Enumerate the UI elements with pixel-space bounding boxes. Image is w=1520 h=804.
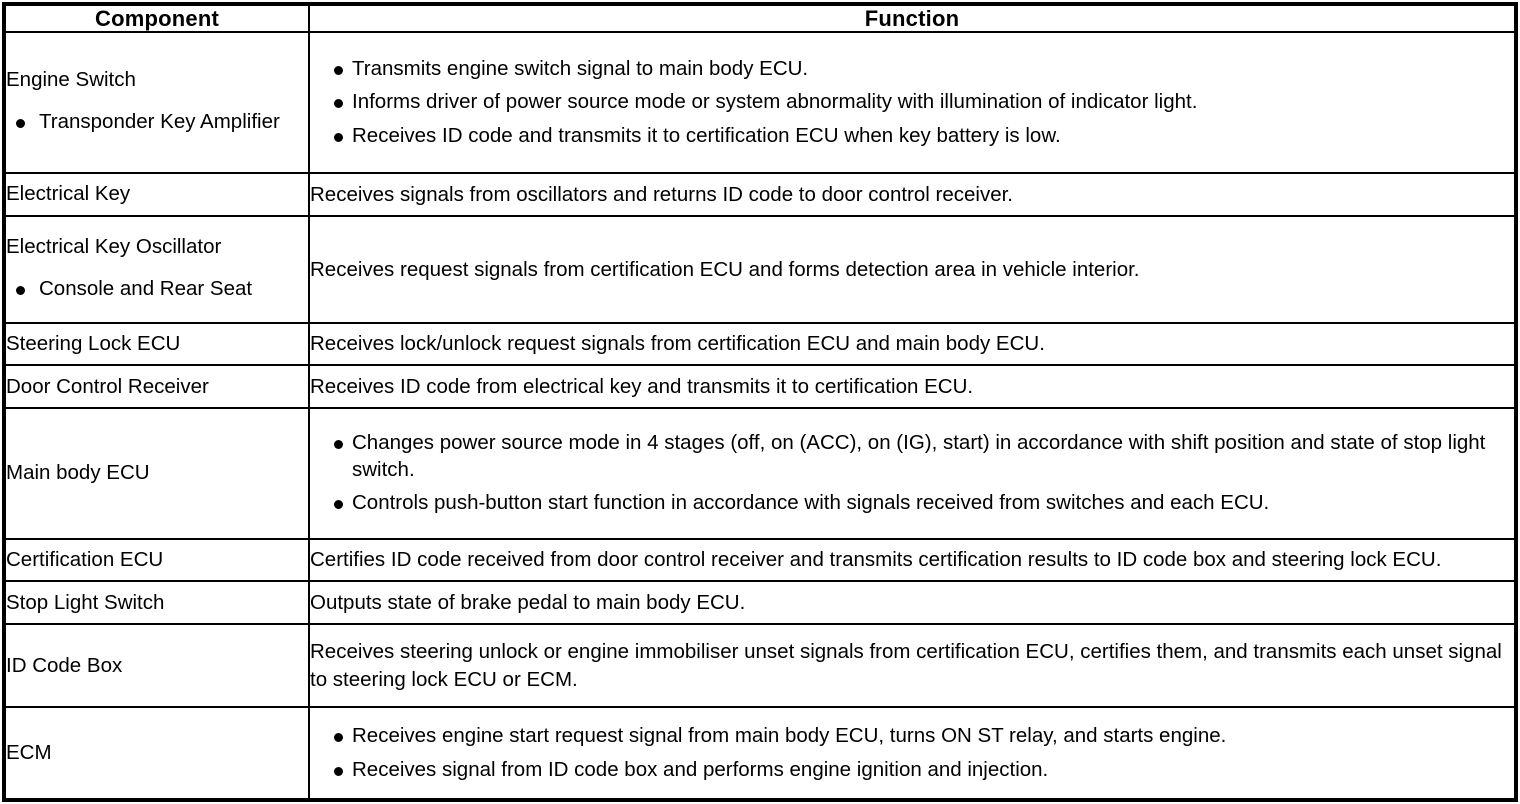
- component-name: ID Code Box: [6, 653, 123, 677]
- function-text: Receives signals from oscillators and re…: [310, 182, 1014, 206]
- component-cell: Electrical Key: [3, 171, 310, 217]
- component-name: Electrical Key: [6, 182, 131, 206]
- function-bullet-item: Receives ID code and transmits it to cer…: [310, 123, 1514, 150]
- function-bullet-item: Transmits engine switch signal to main b…: [310, 56, 1514, 83]
- component-cell: Certification ECU: [3, 537, 310, 583]
- table-row: Stop Light Switch Outputs state of brake …: [3, 580, 1517, 626]
- function-bullet-list: Changes power source mode in 4 stages (o…: [310, 430, 1514, 517]
- component-name: Stop Light Switch: [6, 590, 165, 614]
- function-bullet-item: Controls push-button start function in a…: [310, 490, 1514, 517]
- table-row: Electrical Key Receives signals from osci…: [3, 171, 1517, 217]
- function-bullet-item: Informs driver of power source mode or s…: [310, 89, 1514, 116]
- table-header-row: Component Function: [3, 2, 1517, 34]
- function-cell: Receives lock/unlock request signals fro…: [308, 321, 1517, 367]
- function-bullet-list: Transmits engine switch signal to main b…: [310, 56, 1514, 150]
- function-bullet-item: Receives engine start request signal fro…: [310, 723, 1514, 750]
- component-cell: ID Code Box: [3, 623, 310, 709]
- function-cell: Outputs state of brake pedal to main bod…: [308, 580, 1517, 626]
- component-sub-item: Transponder Key Amplifier: [6, 109, 308, 136]
- component-name: Electrical Key Oscillator: [6, 234, 222, 258]
- function-text: Receives lock/unlock request signals fro…: [310, 332, 1045, 356]
- component-cell: Steering Lock ECU: [3, 321, 310, 367]
- function-text: Receives ID code from electrical key and…: [310, 375, 974, 399]
- component-name: Steering Lock ECU: [6, 331, 181, 355]
- function-text: Receives steering unlock or engine immob…: [310, 640, 1502, 691]
- column-header-function: Function: [308, 2, 1517, 34]
- function-cell: Receives steering unlock or engine immob…: [308, 623, 1517, 709]
- function-cell: Receives signals from oscillators and re…: [308, 171, 1517, 217]
- component-name: Engine Switch: [6, 68, 136, 92]
- function-cell: Receives request signals from certificat…: [308, 214, 1517, 324]
- component-name: Certification ECU: [6, 547, 164, 571]
- component-sub-list: Transponder Key Amplifier: [6, 109, 308, 136]
- function-cell: Certifies ID code received from door con…: [308, 537, 1517, 583]
- table-row: Steering Lock ECU Receives lock/unlock re…: [3, 321, 1517, 367]
- table-row: Door Control Receiver Receives ID code fr…: [3, 364, 1517, 410]
- function-text: Outputs state of brake pedal to main bod…: [310, 591, 746, 615]
- table-row: Certification ECU Certifies ID code recei…: [3, 537, 1517, 583]
- function-bullet-item: Changes power source mode in 4 stages (o…: [310, 430, 1514, 483]
- component-sub-item: Console and Rear Seat: [6, 276, 308, 303]
- component-cell: ECM: [3, 706, 310, 801]
- table-row: ECM Receives engine start request signal …: [3, 706, 1517, 801]
- component-cell: Main body ECU: [3, 407, 310, 540]
- function-text: Receives request signals from certificat…: [310, 257, 1140, 281]
- function-cell: Receives engine start request signal fro…: [308, 706, 1517, 801]
- function-cell: Transmits engine switch signal to main b…: [308, 31, 1517, 174]
- table-header: Component Function: [3, 2, 1517, 34]
- column-header-component: Component: [3, 2, 310, 34]
- component-name: Door Control Receiver: [6, 374, 209, 398]
- function-cell: Changes power source mode in 4 stages (o…: [308, 407, 1517, 540]
- component-name: ECM: [6, 740, 52, 764]
- component-sub-list: Console and Rear Seat: [6, 276, 308, 303]
- table-row: ID Code Box Receives steering unlock or e…: [3, 623, 1517, 709]
- component-name: Main body ECU: [6, 461, 150, 485]
- function-cell: Receives ID code from electrical key and…: [308, 364, 1517, 410]
- function-text: Certifies ID code received from door con…: [310, 548, 1442, 572]
- function-bullet-item: Receives signal from ID code box and per…: [310, 757, 1514, 784]
- table-row: Main body ECU Changes power source mode i…: [3, 407, 1517, 540]
- component-cell: Door Control Receiver: [3, 364, 310, 410]
- function-bullet-list: Receives engine start request signal fro…: [310, 723, 1514, 783]
- component-cell: Stop Light Switch: [3, 580, 310, 626]
